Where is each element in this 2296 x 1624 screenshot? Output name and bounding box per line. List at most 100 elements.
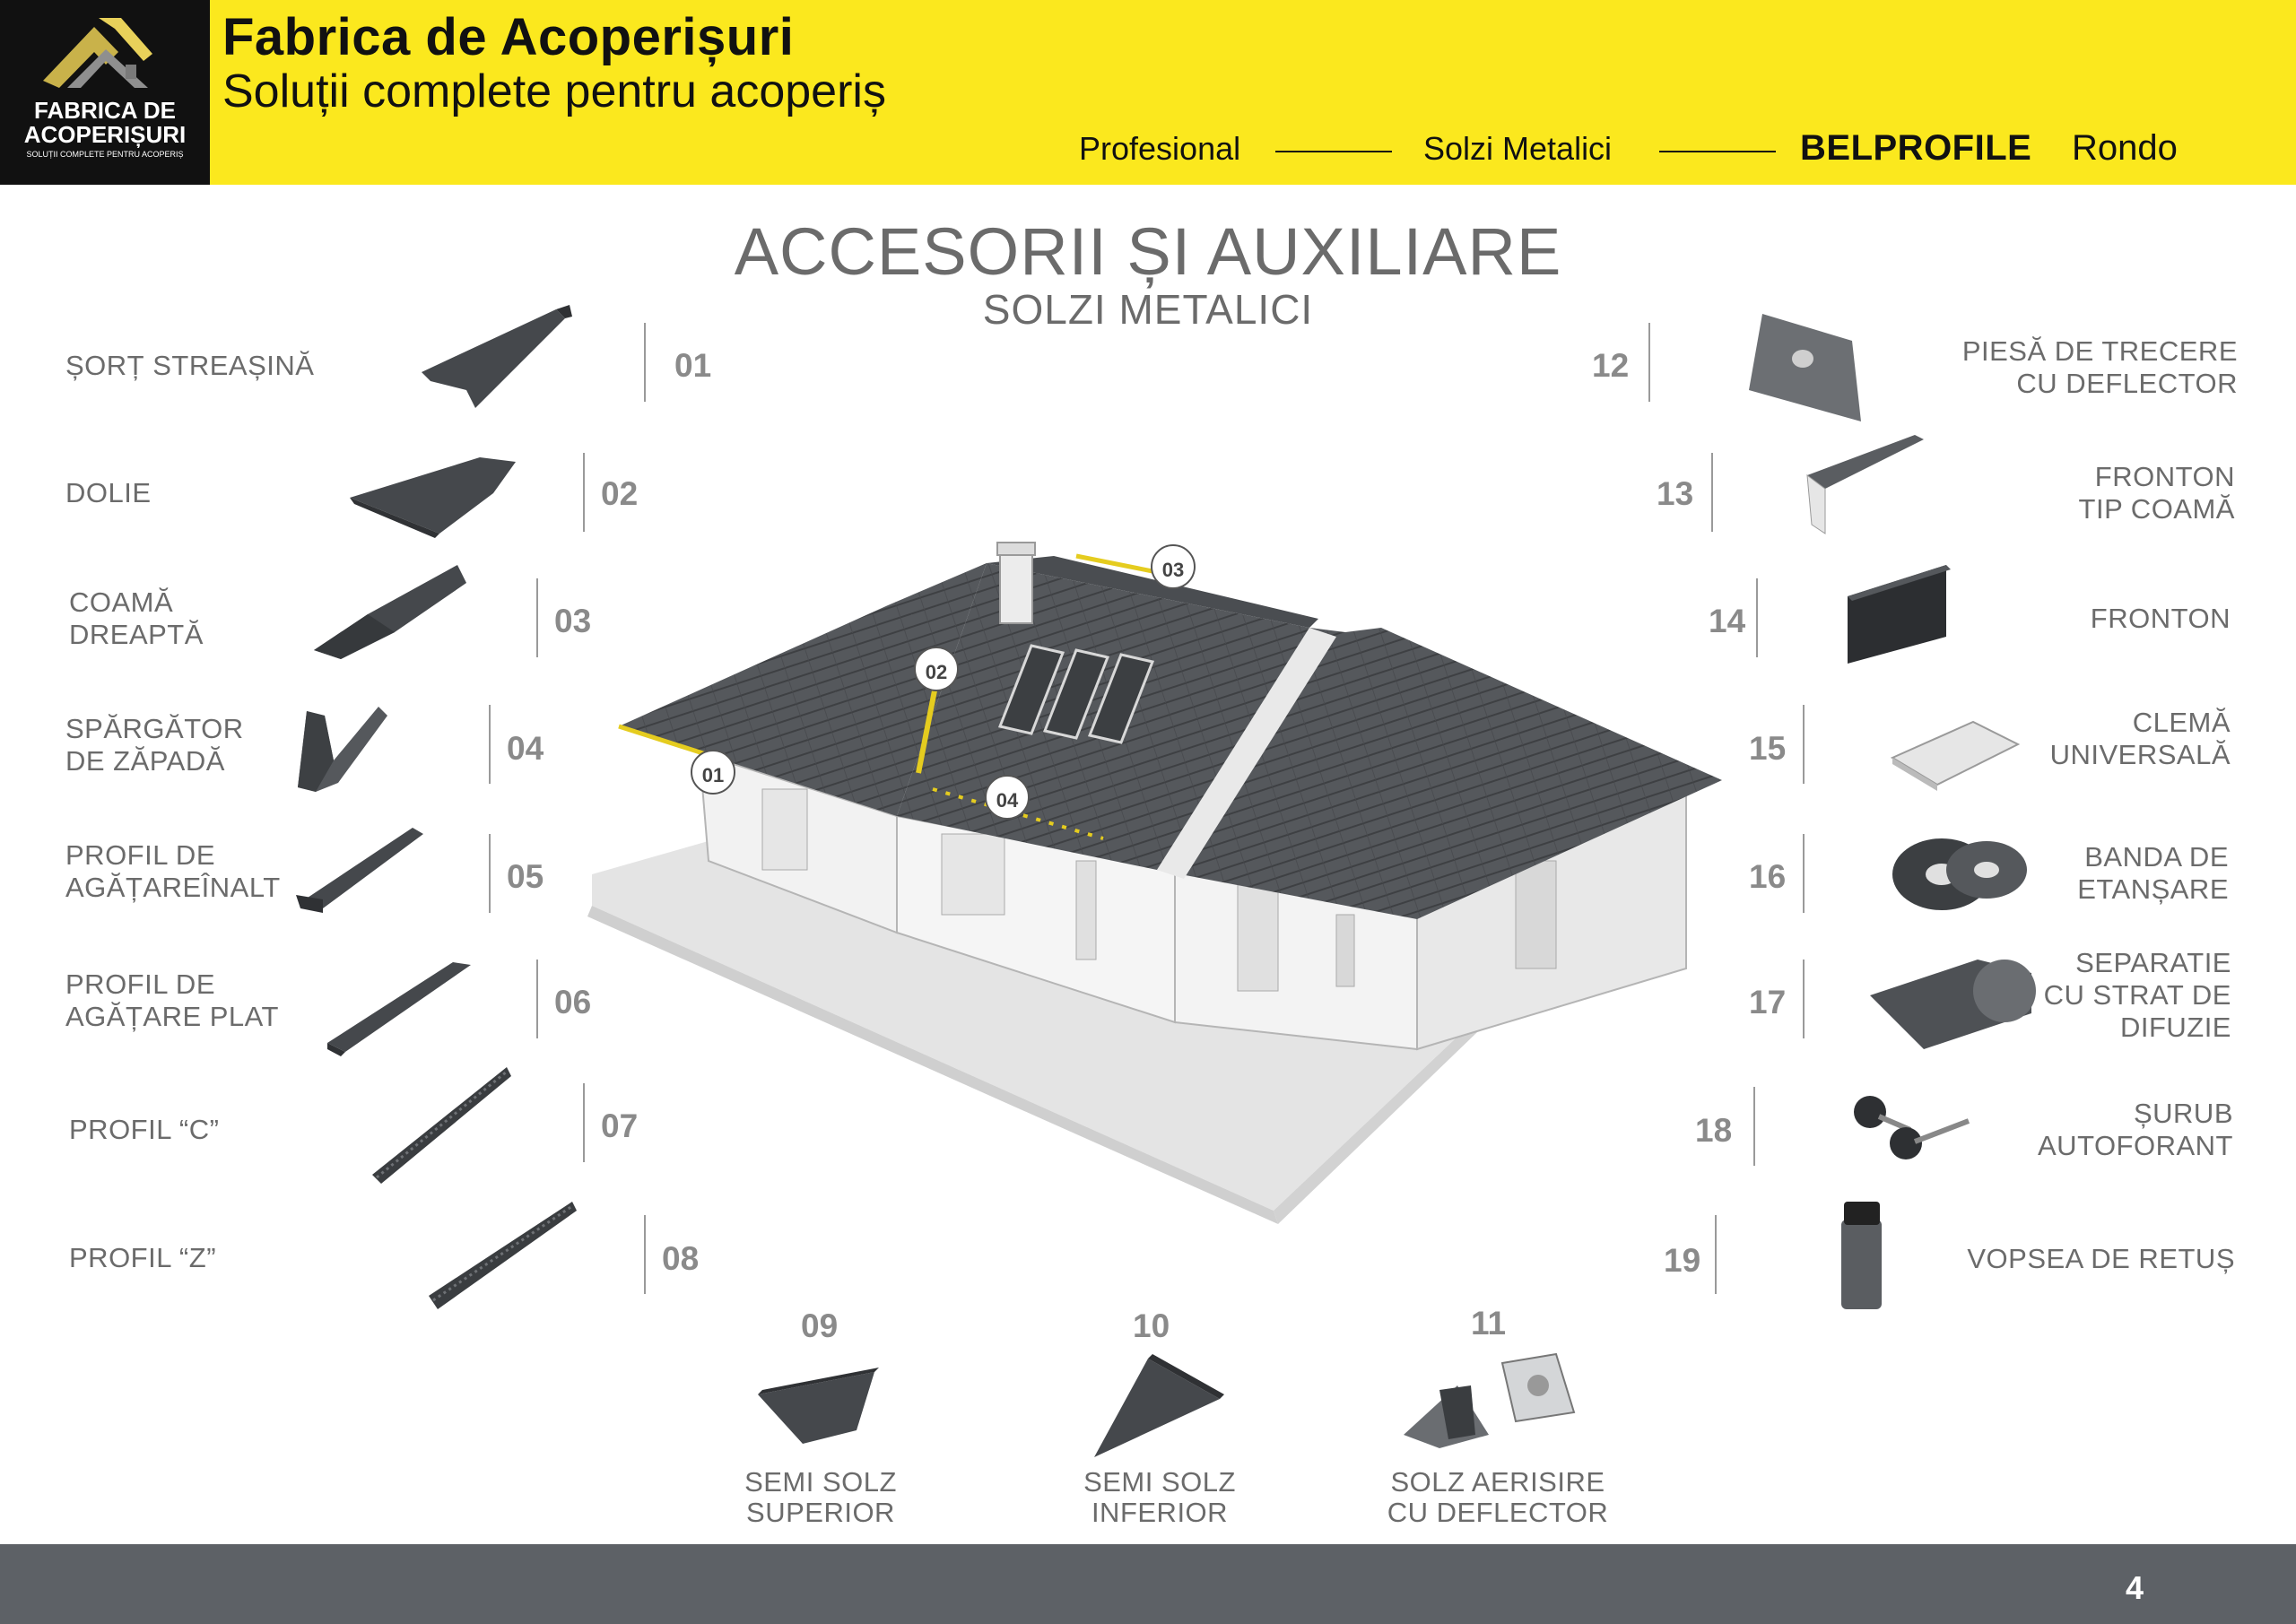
divider [1756, 578, 1758, 657]
banda-etansare-icon [1892, 838, 2027, 910]
breadcrumb-separator [1659, 151, 1776, 152]
brand-subtitle: Soluții complete pentru acoperiș [222, 65, 886, 117]
item-14-label: FRONTON [2090, 603, 2231, 634]
semi-solz-inferior-icon [1094, 1354, 1224, 1457]
item-06-number: 06 [554, 984, 592, 1020]
item-08-label: PROFIL “Z” [69, 1242, 217, 1273]
item-19-number: 19 [1664, 1242, 1701, 1279]
surub-autoforant-icon [1854, 1096, 1970, 1159]
vopsea-retus-icon [1841, 1202, 1882, 1309]
breadcrumb-solzi-metalici[interactable]: Solzi Metalici [1423, 130, 1613, 167]
logo-mark-icon [43, 18, 152, 88]
logo-tagline: SOLUȚII COMPLETE PENTRU ACOPERIȘ [26, 150, 184, 159]
page-number: 4 [2126, 1569, 2144, 1606]
item-14-number: 14 [1709, 603, 1746, 639]
profil-c-icon [372, 1067, 511, 1184]
divider [1711, 453, 1713, 532]
item-19-label: VOPSEA DE RETUȘ [1967, 1243, 2235, 1274]
item-12-number: 12 [1592, 347, 1630, 384]
divider [583, 1083, 585, 1162]
item-10-number: 10 [1133, 1307, 1170, 1344]
spargator-zapada-icon [298, 707, 387, 792]
item-18-number: 18 [1695, 1112, 1733, 1149]
divider [1648, 323, 1650, 402]
logo-line2: ACOPERIȘURI [23, 121, 187, 148]
fronton-tip-coama-icon [1806, 435, 1924, 534]
dolie-icon [350, 457, 516, 538]
separatie-difuzie-icon [1870, 960, 2036, 1049]
callout-01-label: 01 [702, 764, 724, 786]
divider [536, 578, 538, 657]
divider [489, 834, 491, 913]
item-01-label: ȘORȚ STREAȘINĂ [65, 350, 315, 381]
callout-03-label: 03 [1162, 559, 1184, 581]
item-09-number: 09 [801, 1307, 839, 1344]
divider [1803, 960, 1805, 1038]
divider [1753, 1087, 1755, 1166]
coama-dreapta-icon [314, 565, 466, 659]
callout-04-label: 04 [996, 789, 1019, 812]
item-11-number: 11 [1471, 1305, 1507, 1342]
solz-aerisire-deflector-icon [1404, 1352, 1576, 1448]
profil-agatare-inalt-icon [296, 828, 423, 913]
item-02-label: DOLIE [65, 477, 152, 508]
callout-03: 03 [1151, 544, 1196, 589]
breadcrumb-profesional[interactable]: Profesional [1079, 130, 1241, 167]
divider [489, 705, 491, 784]
breadcrumb-model: Rondo [2072, 128, 2178, 168]
item-07-number: 07 [601, 1107, 639, 1144]
item-13-number: 13 [1657, 475, 1694, 512]
semi-solz-superior-icon [758, 1368, 879, 1444]
sort-streasina-icon [422, 305, 572, 408]
item-05-number: 05 [507, 858, 544, 895]
item-08-number: 08 [662, 1240, 700, 1277]
divider [583, 453, 585, 532]
item-16-number: 16 [1749, 858, 1787, 895]
item-17-number: 17 [1749, 984, 1787, 1020]
logo-line1: FABRICA DE [34, 97, 176, 124]
callout-01: 01 [691, 750, 735, 795]
divider [644, 323, 646, 402]
divider [1803, 834, 1805, 913]
item-15-number: 15 [1749, 730, 1787, 767]
divider [536, 960, 538, 1038]
callout-02: 02 [914, 647, 959, 691]
item-01-number: 01 [674, 347, 712, 384]
fronton-icon [1848, 565, 1951, 664]
brand-title: Fabrica de Acoperișuri [222, 8, 795, 66]
divider [1715, 1215, 1717, 1294]
item-04-number: 04 [507, 730, 544, 767]
piesa-trecere-deflector-icon [1749, 314, 1861, 421]
breadcrumb-separator [1275, 151, 1392, 152]
item-07-label: PROFIL “C” [69, 1114, 220, 1145]
profil-agatare-plat-icon [327, 962, 471, 1056]
item-03-number: 03 [554, 603, 592, 639]
callout-02-label: 02 [926, 661, 947, 683]
breadcrumb-brand: BELPROFILE [1800, 128, 2032, 168]
divider [644, 1215, 646, 1294]
profil-z-icon [429, 1202, 577, 1309]
header-bar [0, 0, 2296, 185]
footer-bar [0, 1544, 2296, 1624]
item-02-number: 02 [601, 475, 639, 512]
page-subtitle: SOLZI METALICI [982, 286, 1314, 333]
page-title: ACCESORII ȘI AUXILIARE [734, 214, 1562, 289]
callout-04: 04 [985, 775, 1030, 820]
divider [1803, 705, 1805, 784]
logo [0, 0, 210, 185]
clema-universala-icon [1890, 720, 2021, 791]
